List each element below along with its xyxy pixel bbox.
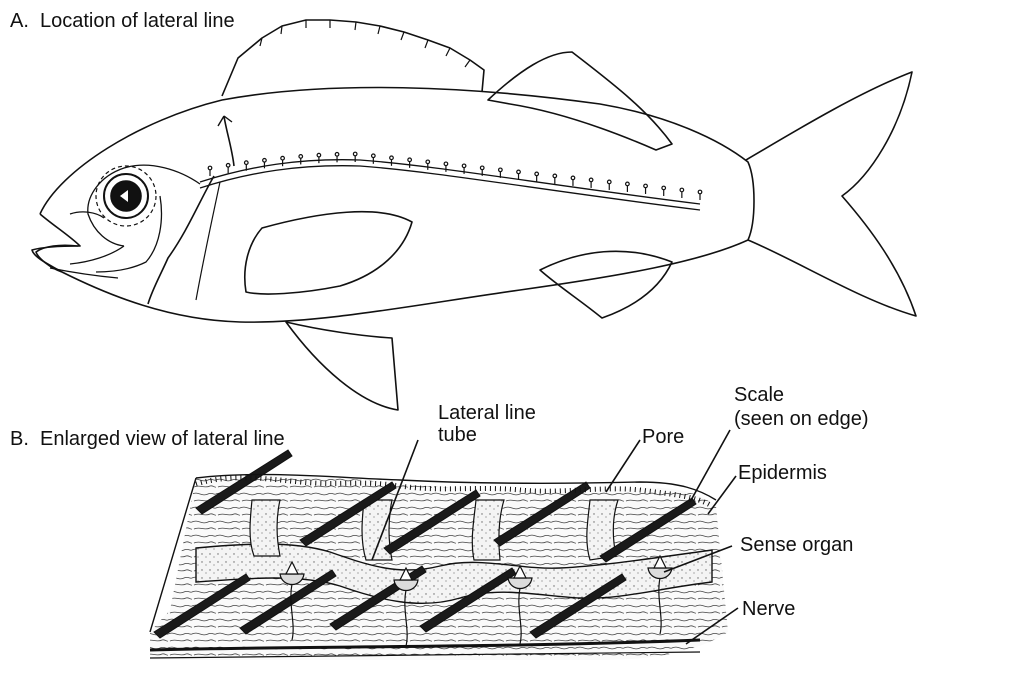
- scale: [529, 573, 627, 639]
- pore-mark: [262, 157, 267, 163]
- pelvic-fin: [285, 321, 399, 411]
- panel-a-title: A. Location of lateral line: [10, 10, 235, 32]
- scale: [153, 573, 251, 639]
- scale: [383, 489, 481, 555]
- pore-mark: [280, 155, 285, 161]
- pore-mark: [625, 181, 630, 187]
- lateral-line-tube-label-line2: tube: [438, 424, 477, 446]
- scale: [195, 449, 293, 515]
- pore-mark: [316, 152, 322, 158]
- pore-mark: [443, 161, 449, 167]
- pore-mark: [207, 165, 213, 171]
- lateral-line-pores: [207, 151, 703, 200]
- pore-mark: [570, 175, 576, 181]
- soft-dorsal-fin: [487, 51, 673, 151]
- lateral-line-tube-label-line1: Lateral line: [438, 402, 536, 424]
- nerve-label: Nerve: [742, 598, 796, 620]
- scale: [239, 569, 337, 635]
- pore-mark: [606, 179, 612, 185]
- epidermis-layer: [195, 475, 714, 509]
- gill-cover: [147, 175, 215, 305]
- pore-label: Pore: [642, 426, 685, 448]
- nerve-base: [149, 638, 701, 652]
- anal-fin: [539, 250, 673, 319]
- callout-leader-lines: [371, 429, 739, 645]
- pore-mark: [298, 154, 304, 159]
- pore-mark: [461, 163, 467, 169]
- pore-mark: [389, 155, 394, 161]
- sense-organ: [279, 560, 305, 641]
- pore-mark: [661, 185, 667, 191]
- scale-label-line1: Scale: [734, 384, 785, 406]
- sense-organ: [507, 564, 533, 645]
- pectoral-fin: [243, 210, 413, 295]
- pore-mark: [588, 177, 594, 183]
- tissue-section: [150, 474, 728, 660]
- scales: [153, 449, 697, 639]
- panel-b-title: B. Enlarged view of lateral line: [10, 428, 285, 450]
- pore-mark: [225, 162, 231, 168]
- scale: [599, 497, 697, 563]
- epidermis-label: Epidermis: [738, 462, 827, 484]
- pore-mark: [679, 187, 685, 193]
- fish-drawing: [31, 19, 917, 411]
- pore-mark: [352, 151, 358, 157]
- lateral-line-tube: [195, 543, 713, 605]
- fish-eye: [103, 173, 149, 219]
- pore-mark: [479, 165, 485, 171]
- pore-mark: [425, 159, 431, 165]
- caudal-fin: [745, 71, 917, 317]
- sense-organ: [393, 566, 419, 647]
- fish-jaw: [31, 213, 81, 273]
- scale: [299, 481, 397, 547]
- pore-mark: [407, 157, 413, 163]
- sense-organ-label: Sense organ: [740, 534, 854, 556]
- pore-mark: [697, 189, 703, 195]
- pore-mark: [643, 183, 648, 189]
- pore-mark: [243, 160, 249, 166]
- pore-mark: [497, 167, 503, 173]
- pore-mark: [534, 171, 540, 177]
- pore-mark: [552, 173, 558, 179]
- fish-body: [35, 86, 755, 323]
- scale-label-line2: (seen on edge): [734, 408, 869, 430]
- lateral-line-canal: [69, 115, 701, 273]
- pore-mark: [516, 169, 521, 175]
- pore-mark: [370, 153, 376, 159]
- spiny-dorsal-fin: [221, 19, 485, 97]
- pore-mark: [334, 151, 340, 157]
